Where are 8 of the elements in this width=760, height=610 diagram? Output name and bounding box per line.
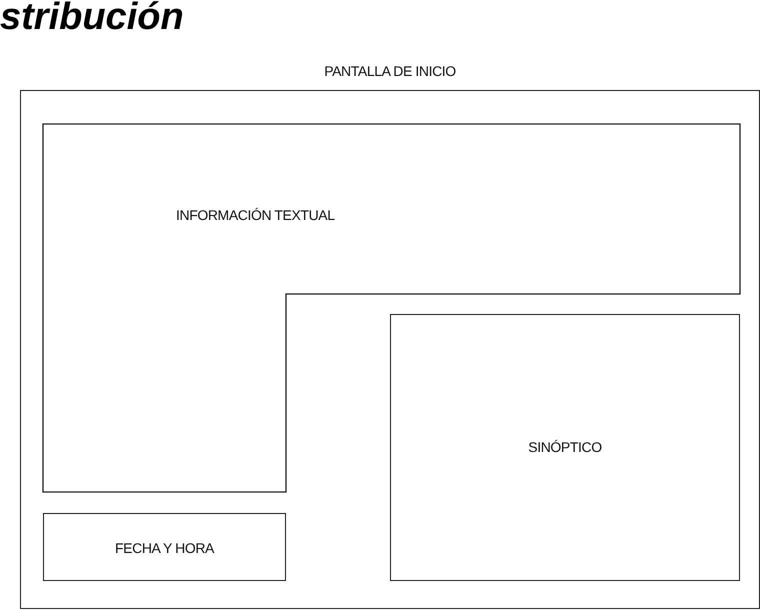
text-info-panel	[43, 124, 740, 492]
panel-label: SINÓPTICO	[527, 439, 603, 455]
panel-label: PANTALLA DE INICIO	[323, 63, 457, 79]
page-title: stribución	[0, 0, 184, 39]
date-time-panel	[43, 513, 286, 581]
panel-label: FECHA Y HORA	[114, 540, 216, 556]
synoptic-panel	[390, 314, 740, 581]
panel-label: INFORMACIÓN TEXTUAL	[176, 207, 335, 223]
